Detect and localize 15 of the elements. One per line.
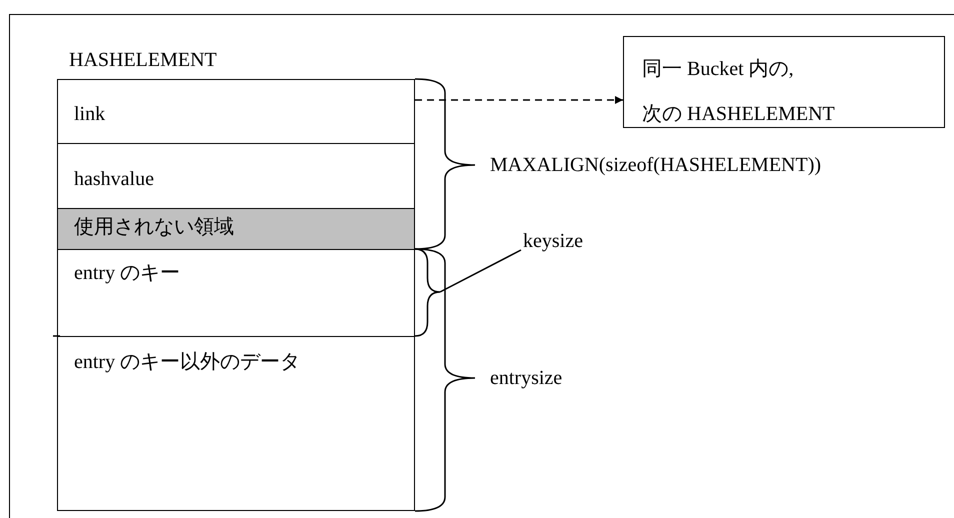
field-label: 使用されない領域 xyxy=(74,215,234,240)
size-label: keysize xyxy=(523,228,583,254)
curly-brace xyxy=(414,248,441,337)
arrow xyxy=(415,96,623,104)
field-label: hashvalue xyxy=(74,167,154,192)
field-label: entry のキー以外のデータ xyxy=(74,350,300,375)
unused-area-row xyxy=(58,209,414,250)
note-text: 同一 Bucket 内の, xyxy=(642,57,794,82)
note-text: 次の HASHELEMENT xyxy=(642,102,835,127)
size-label: MAXALIGN(sizeof(HASHELEMENT)) xyxy=(490,153,822,178)
field-label: link xyxy=(74,102,106,127)
note-box xyxy=(623,36,945,128)
size-label: entrysize xyxy=(490,366,562,391)
struct-heading: HASHELEMENT xyxy=(69,48,217,73)
field-label: entry のキー xyxy=(74,261,180,286)
